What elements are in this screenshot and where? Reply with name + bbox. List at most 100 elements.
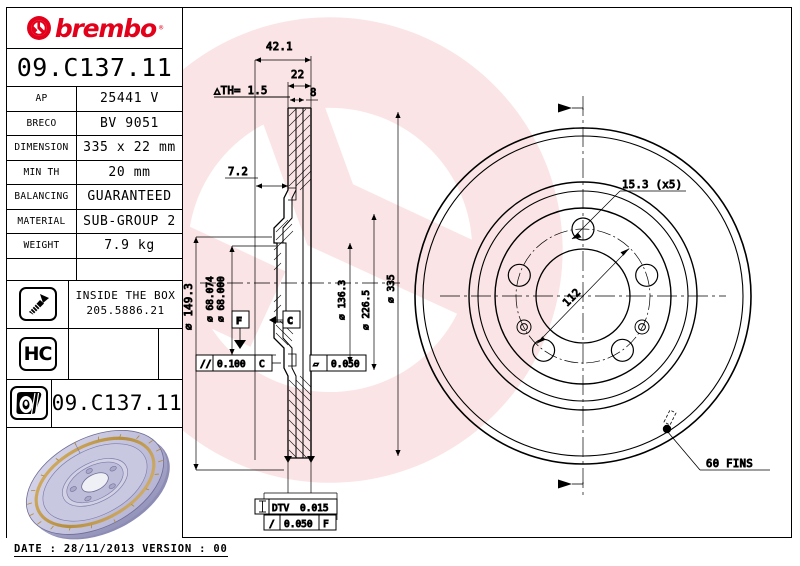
spec-label: WEIGHT [7, 234, 77, 258]
spec-row-ap: AP 25441 V [7, 87, 182, 112]
pcd-dimension [536, 248, 630, 344]
hc-row: HC [7, 328, 182, 380]
datum-f-label: F [236, 316, 242, 327]
dim-136-label: ⌀ 136.3 [337, 280, 348, 320]
spec-label: BRECO [7, 111, 77, 135]
registered-mark: ® [158, 24, 164, 32]
product-icon-cell [7, 379, 52, 427]
spec-value: 335 x 22 mm [83, 140, 176, 156]
brake-disc-icon [9, 386, 48, 420]
screw-icon [18, 287, 57, 321]
hc-badge-icon: HC [18, 336, 57, 371]
hc-empty-cell-2 [159, 329, 182, 379]
dim-bore-upper-label: ⌀ 68.074 [205, 276, 216, 322]
fins-label: 60 FINS [706, 458, 753, 470]
gtol-runout [263, 514, 337, 531]
spec-value: 7.9 kg [104, 238, 155, 254]
gtol-runout-datum: F [323, 519, 329, 530]
spacer-cell-left [7, 258, 77, 280]
spec-label: DIMENSION [7, 136, 77, 160]
disc-photo-row [7, 427, 182, 540]
spec-label: MIN TH [7, 160, 77, 184]
dim-vane [290, 97, 318, 103]
brembo-mark-icon [26, 16, 51, 40]
dim-bore-lower-label: ⌀ 68.000 [216, 276, 227, 322]
dim-136 [347, 243, 353, 363]
accessory-row: INSIDE THE BOX 205.5886.21 [7, 280, 182, 329]
dim-bore [229, 245, 276, 356]
dim-149-label: ⌀ 149.3 [183, 283, 195, 330]
dim-offset-label: 7.2 [228, 166, 248, 178]
part-code-row: 09.C137.11 [7, 49, 182, 87]
datum-c-label: C [287, 316, 293, 327]
spec-row-material: MATERIAL SUB-GROUP 2 [7, 209, 182, 234]
disc-photo [25, 429, 170, 539]
datum-f [231, 310, 250, 349]
gtol-runout-value: 0.050 [284, 519, 313, 530]
datum-c [269, 310, 301, 329]
dim-335-label: ⌀ 335 [386, 274, 397, 303]
pcd-label: 112 [561, 286, 584, 309]
spec-row-weight: WEIGHT 7.9 kg [7, 234, 182, 259]
product-code-row: 09.C137.11 [7, 379, 182, 428]
spec-label: MATERIAL [7, 209, 77, 233]
accessory-line-1: INSIDE THE BOX [75, 289, 176, 303]
spec-value: GUARANTEED [87, 189, 172, 205]
gtol-flatness-value: 0.050 [331, 359, 360, 370]
hc-icon-cell: HC [7, 328, 69, 379]
drawing-frame [6, 7, 792, 538]
dim-226-label: ⌀ 226.5 [361, 290, 372, 330]
gtol-parallelism [195, 354, 281, 372]
logo-row: brembo ® [7, 8, 182, 49]
spacer-row [7, 258, 182, 281]
section-arrow-bottom [558, 479, 584, 489]
bolt-hole-leader [571, 190, 686, 240]
section-view: 42.1 22 8 △TH= 1.5 [183, 41, 401, 531]
accessory-icon-cell [7, 280, 69, 328]
face-view: 15.3 (x5) 112 [414, 96, 770, 496]
dim-overall-width [254, 56, 312, 460]
section-arrow-top [558, 103, 584, 113]
footer-date: DATE : 28/11/2013 VERSION : 00 [14, 543, 228, 557]
dim-226 [371, 214, 377, 370]
gtol-dtv-value: 0.015 [300, 503, 329, 514]
info-table: brembo ® 09.C137.11 AP 25441 V BRECO BV … [7, 8, 183, 540]
spec-label: AP [7, 87, 77, 111]
spec-row-min-th: MIN TH 20 mm [7, 160, 182, 185]
spec-value: 20 mm [108, 164, 151, 180]
brembo-logo: brembo ® [26, 15, 163, 41]
spec-row-balancing: BALANCING GUARANTEED [7, 185, 182, 210]
spec-label: BALANCING [7, 185, 77, 209]
dim-hat-width [287, 82, 311, 108]
spec-value: SUB-GROUP 2 [83, 213, 176, 229]
part-code: 09.C137.11 [16, 53, 173, 82]
section-hatching [273, 108, 312, 459]
gtol-parallel-datum: C [259, 359, 265, 370]
gtol-parallel-symbol: // [200, 359, 211, 370]
footer-date-text: DATE : 28/11/2013 VERSION : 00 [14, 543, 228, 557]
gtol-parallel-value: 0.100 [217, 359, 246, 370]
gtol-flatness-symbol: ▱ [313, 359, 319, 370]
spacer-cell-right [77, 259, 182, 280]
dim-overall-width-label: 42.1 [266, 41, 293, 53]
spec-value: BV 9051 [100, 115, 159, 131]
dim-149 [193, 236, 284, 471]
dim-offset [225, 177, 288, 189]
dim-hat-width-label: 22 [291, 69, 304, 81]
gtol-runout-symbol: / [269, 519, 275, 530]
locating-holes [516, 319, 650, 335]
dim-335 [395, 112, 401, 456]
th-tolerance-label: △TH= 1.5 [214, 85, 268, 97]
accessory-line-2: 205.5886.21 [86, 304, 165, 317]
brembo-wordmark: brembo [54, 13, 157, 43]
gtol-dtv-symbol: DTV [272, 503, 289, 514]
spec-row-dimension: DIMENSION 335 x 22 mm [7, 136, 182, 161]
spec-value: 25441 V [100, 91, 159, 107]
dim-vane-label: 8 [310, 87, 317, 99]
hc-empty-cell-1 [69, 328, 159, 379]
gtol-dtv [254, 498, 338, 515]
product-code-value: 09.C137.11 [51, 391, 182, 415]
bolt-hole-label: 15.3 (x5) [622, 179, 683, 191]
